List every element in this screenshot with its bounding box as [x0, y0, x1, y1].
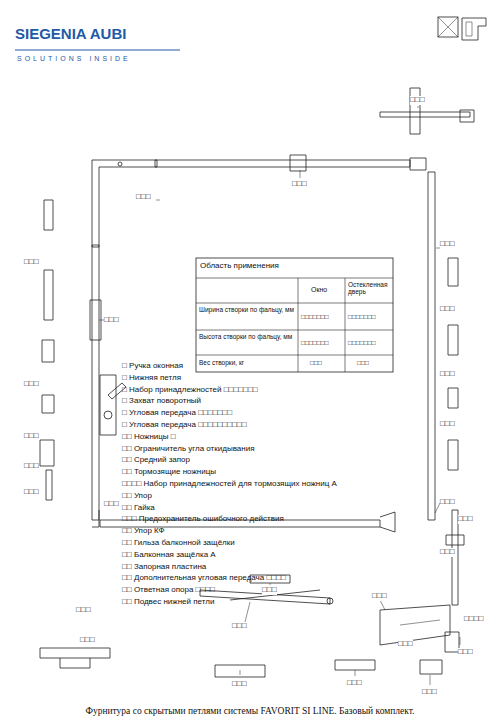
table-header: Окно: [311, 286, 327, 294]
callout-number: □□□: [440, 420, 455, 429]
legend-item: □□ Балконная защёлка А: [122, 551, 216, 560]
table-cell: Вес створки, кг: [199, 359, 244, 366]
callout-number: □□□: [440, 548, 455, 557]
callout-number: □□□: [24, 488, 39, 497]
legend-item: □□ Гильза балконной защёлки: [122, 539, 235, 548]
callout-number: □□□: [440, 498, 455, 507]
table-cell: □□□□□□□: [348, 339, 375, 346]
legend-item: □ Угловая передача □□□□□□□: [122, 409, 232, 418]
legend-item: □ Ручка оконная: [122, 362, 183, 371]
legend-item: □□ Ответная опора □□□□: [122, 586, 215, 595]
callout-number: □□□: [372, 592, 387, 601]
callout-number: □□□: [422, 688, 437, 697]
legend-item: □□ Ограничитель угла откидывания: [122, 445, 255, 454]
callout-number: □□□: [410, 96, 425, 105]
callout-number: □□□: [24, 432, 39, 441]
table-cell: □□□: [310, 359, 322, 366]
callout-number: □□□: [104, 316, 119, 325]
table-cell: □□□□□□□: [301, 339, 328, 346]
callout-number: □□□: [440, 305, 455, 314]
callout-number: □□□: [104, 500, 119, 509]
legend-item: □□ Подвес нижней петли: [122, 598, 214, 607]
callout-number: □□□: [440, 370, 455, 379]
callout-number: □□□: [24, 258, 39, 267]
callout-number: □□□: [76, 606, 91, 615]
legend-item: □□ Тормозящие ножницы: [122, 468, 216, 477]
table-cell: □□□□□□□: [348, 313, 375, 320]
callout-number: □□□: [292, 180, 307, 189]
caption: Фурнитура со скрытыми петлями системы FA…: [0, 706, 500, 716]
legend-item: □ Набор принадлежностей □□□□□□□: [122, 386, 258, 395]
legend-item: □ Захват поворотный: [122, 397, 201, 406]
callout-number: □□□: [80, 636, 95, 645]
callout-number: □□□□: [464, 615, 483, 624]
callout-number: □□□: [347, 679, 362, 688]
legend-item: □ Угловая передача □□□□□□□□□□: [122, 421, 247, 430]
legend-item: □□ Ножницы □: [122, 433, 176, 442]
legend-item: □ Нижняя петля: [122, 374, 181, 383]
table-cell: □□□□□□□: [301, 313, 328, 320]
legend-item: □□ Дополнительная угловая передача □□□□: [122, 574, 286, 583]
callout-number: □□□: [136, 193, 151, 202]
legend-item: □□□ Предохранитель ошибочного действия: [122, 515, 284, 524]
callout-number: □□□: [262, 586, 277, 595]
callout-number: □□□: [24, 380, 39, 389]
table-title: Область применения: [200, 262, 279, 271]
logo-tagline: SOLUTIONS INSIDE: [17, 55, 131, 63]
callout-number: □□□: [24, 462, 39, 471]
callout-number: □□□: [440, 240, 455, 249]
callout-number: □□□: [398, 640, 413, 649]
table-cell: Высота створки по фальцу, мм: [199, 333, 295, 340]
legend-item: □□□□ Набор принадлежностей для тормозящи…: [122, 480, 337, 489]
table-header: Остекленная дверь: [348, 281, 392, 295]
callout-number: □□□: [232, 680, 247, 689]
table-cell: □□□: [357, 359, 369, 366]
legend-item: □□ Гайка: [122, 504, 155, 513]
legend-item: □□ Упор: [122, 492, 152, 501]
legend-item: □□ Упор КФ: [122, 527, 165, 536]
legend-item: □□ Средний запор: [122, 456, 190, 465]
table-cell: Ширина створки по фальцу, мм: [199, 306, 295, 313]
callout-number: □□□: [232, 622, 247, 631]
logo-text: SIEGENIA AUBI: [15, 26, 126, 43]
callout-number: □□□: [458, 648, 473, 657]
callout-number: □□□: [458, 515, 473, 524]
legend-item: □□ Запорная пластина: [122, 563, 206, 572]
